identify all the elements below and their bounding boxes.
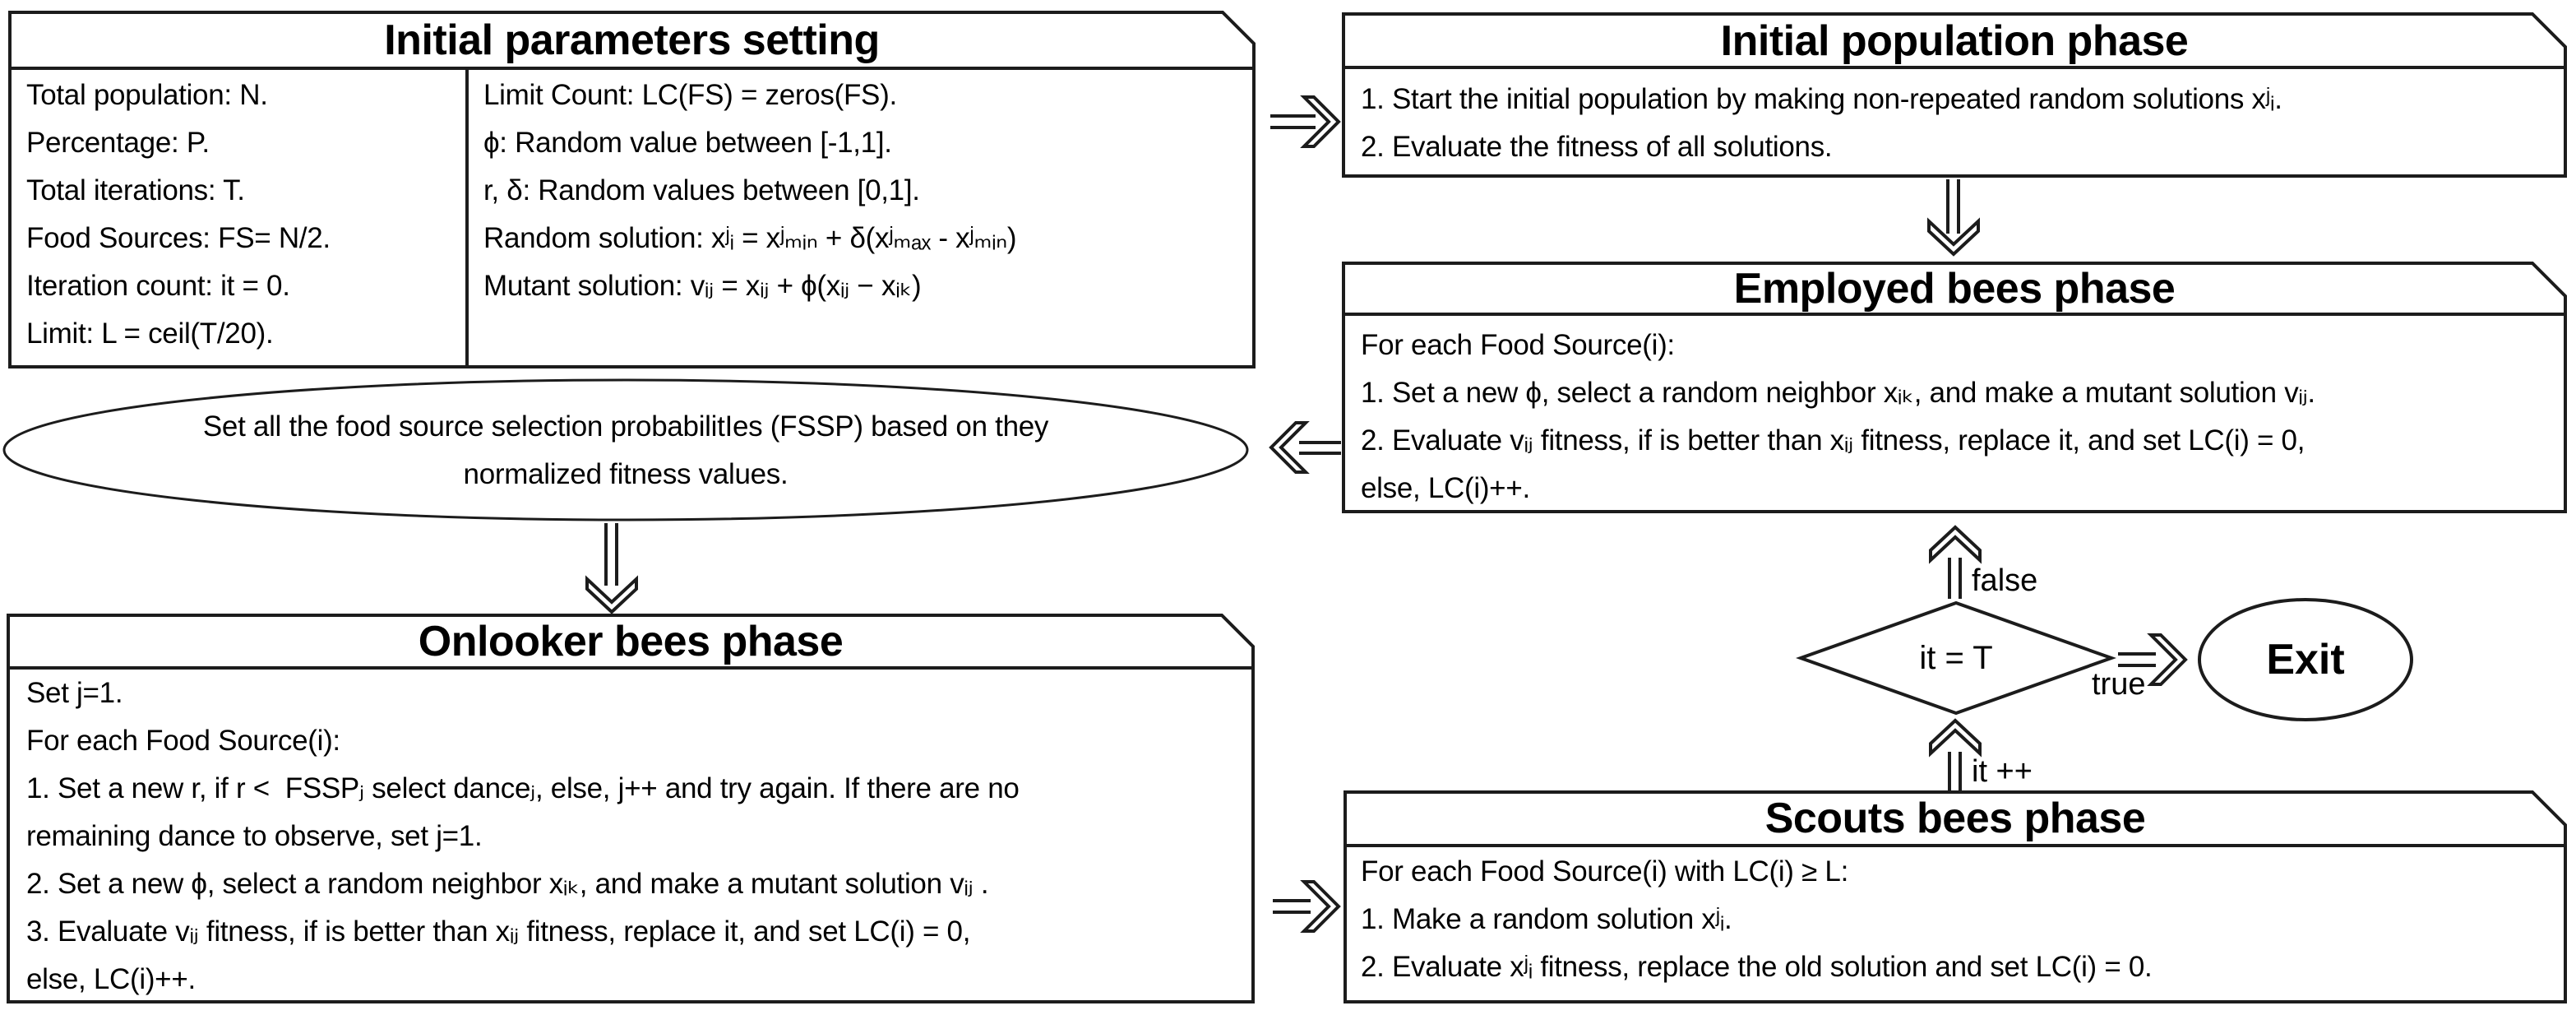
text-line: For each Food Source(i): — [26, 725, 340, 757]
text-line: Random solution: xʲᵢ = xʲₘᵢₙ + δ(xʲₘₐₓ -… — [483, 222, 1017, 254]
initial-parameters-left-column: Total population: N. Percentage: P. Total … — [26, 72, 462, 358]
employed-bees-steps: For each Food Source(i): 1. Set a new ϕ, … — [1361, 322, 2561, 512]
arrow-scouts-to-decision — [1929, 718, 1982, 791]
initial-population-title: Initial population phase — [1720, 17, 2189, 65]
text-line: Food Sources: FS= N/2. — [26, 222, 331, 254]
arrow-decision-to-employed-false — [1929, 525, 1982, 599]
text-line: 2. Evaluate vᵢⱼ fitness, if is better th… — [1361, 424, 2305, 457]
text-line: Limit Count: LC(FS) = zeros(FS). — [483, 79, 897, 111]
text-line: For each Food Source(i) with LC(i) ≥ L: — [1361, 855, 1848, 888]
text-line: else, LC(i)++. — [1361, 472, 1530, 504]
text-line: Set all the food source selection probab… — [202, 410, 1049, 443]
decision-false-label: false — [1972, 563, 2038, 598]
text-line: 2. Evaluate the fitness of all solutions… — [1361, 131, 1833, 163]
initial-parameters-title: Initial parameters setting — [384, 16, 880, 64]
arrow-fssp-to-onlooker — [585, 523, 638, 614]
decision-condition-label: it = T — [1919, 640, 1993, 676]
text-line: For each Food Source(i): — [1361, 329, 1675, 361]
text-line: 2. Evaluate xʲᵢ fitness, replace the old… — [1361, 951, 2153, 983]
decision-diamond-shape — [1796, 600, 2116, 716]
text-line: 2. Set a new ϕ, select a random neighbor… — [26, 868, 989, 900]
exit-label: Exit — [2266, 636, 2345, 684]
employed-bees-title: Employed bees phase — [1733, 265, 2176, 313]
arrow-onlooker-to-scouts — [1273, 880, 1341, 933]
initial-parameters-right-column: Limit Count: LC(FS) = zeros(FS). ϕ: Rando… — [483, 72, 1248, 310]
text-line: 1. Make a random solution xʲᵢ. — [1361, 903, 1732, 935]
scouts-bees-steps: For each Food Source(i) with LC(i) ≥ L: 1… — [1361, 848, 2561, 991]
text-line: r, δ: Random values between [0,1]. — [483, 174, 920, 206]
scouts-bees-box — [1343, 790, 2567, 1003]
text-line: Limit: L = ceil(T/20). — [26, 317, 274, 350]
iteration-increment-label: it ++ — [1972, 754, 2033, 789]
onlooker-bees-box — [7, 614, 1255, 1003]
initial-parameters-box — [8, 11, 1256, 368]
arrow-decision-to-exit-true — [2118, 633, 2188, 686]
initial-population-box — [1342, 12, 2567, 178]
arrow-employed-to-fssp — [1269, 421, 1341, 474]
text-line: ϕ: Random value between [-1,1]. — [483, 127, 892, 159]
text-line: Set j=1. — [26, 677, 123, 709]
text-line: Total iterations: T. — [26, 174, 245, 206]
arrow-params-to-population — [1270, 95, 1341, 148]
text-line: 3. Evaluate vᵢⱼ fitness, if is better th… — [26, 915, 971, 948]
text-line: Iteration count: it = 0. — [26, 270, 290, 302]
text-line: else, LC(i)++. — [26, 963, 196, 995]
scouts-bees-title: Scouts bees phase — [1764, 795, 2146, 842]
fssp-ellipse-text: Set all the food source selection probab… — [83, 403, 1168, 498]
text-line: Percentage: P. — [26, 127, 210, 159]
employed-bees-box — [1342, 262, 2567, 513]
text-line: remaining dance to observe, set j=1. — [26, 820, 483, 852]
text-line: 1. Start the initial population by makin… — [1361, 83, 2282, 115]
onlooker-bees-steps: Set j=1. For each Food Source(i): 1. Set a… — [26, 670, 1243, 1003]
initial-population-steps: 1. Start the initial population by makin… — [1361, 76, 2561, 171]
decision-true-label: true — [2092, 667, 2146, 702]
text-line: 1. Set a new ϕ, select a random neighbor… — [1361, 377, 2315, 409]
text-line: 1. Set a new r, if r < FSSPⱼ select danc… — [26, 772, 1020, 804]
text-line: Mutant solution: vᵢⱼ = xᵢⱼ + ϕ(xᵢⱼ − xᵢₖ… — [483, 270, 922, 302]
onlooker-bees-title: Onlooker bees phase — [418, 618, 844, 665]
text-line: normalized fitness values. — [463, 458, 789, 490]
fssp-ellipse-shape — [2, 378, 1249, 521]
text-line: Total population: N. — [26, 79, 268, 111]
exit-ellipse-shape — [2198, 598, 2413, 721]
arrow-population-to-employed — [1927, 179, 1980, 257]
